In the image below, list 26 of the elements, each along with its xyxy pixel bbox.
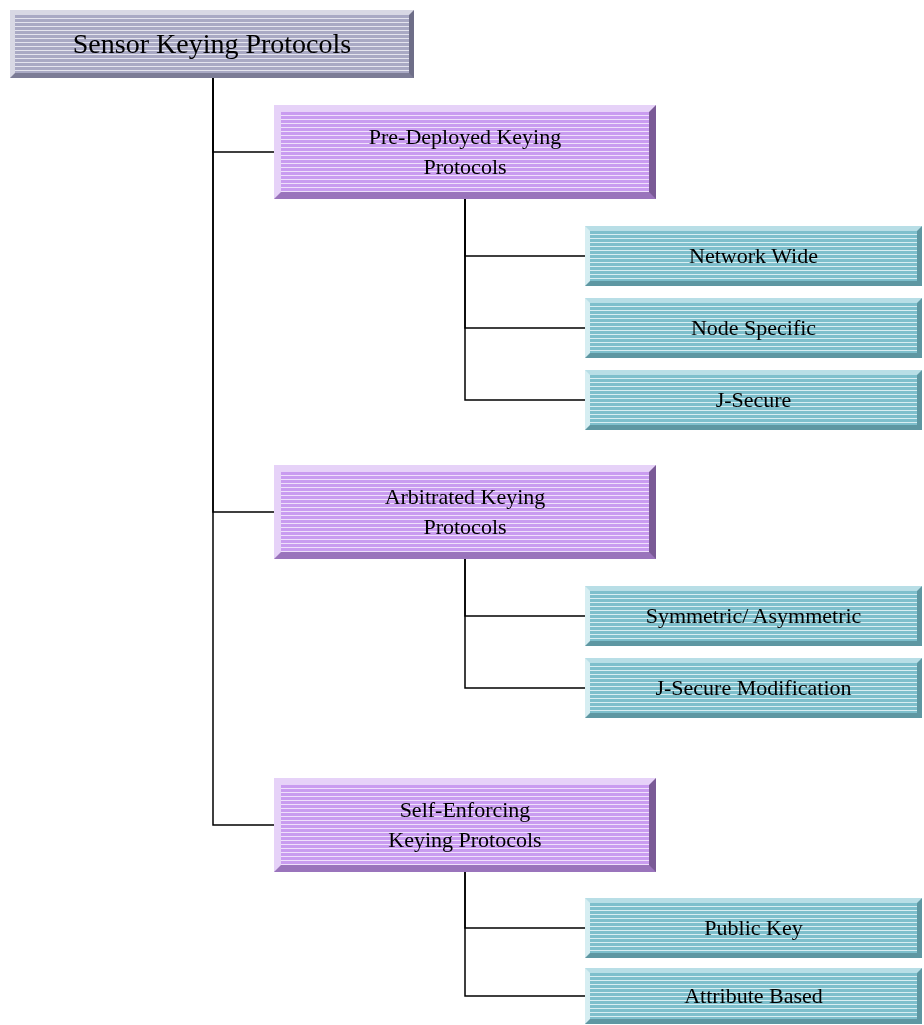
box-label: Public Key <box>704 914 803 943</box>
category-box <box>274 778 656 872</box>
leaf-box <box>585 658 922 718</box>
box-label: Arbitrated Keying Protocols <box>383 483 547 541</box>
root-box <box>10 10 414 78</box>
category-box <box>274 465 656 559</box>
leaf-box <box>585 226 922 286</box>
box-label: Attribute Based <box>684 982 823 1011</box>
connector-line <box>212 77 275 826</box>
box-label: Network Wide <box>689 242 818 271</box>
box-label: Symmetric/ Asymmetric <box>645 602 862 631</box>
leaf-box <box>585 586 922 646</box>
box-label: J-Secure Modification <box>655 674 852 703</box>
category-box <box>274 105 656 199</box>
connector-line <box>464 871 586 997</box>
leaf-box <box>585 968 922 1024</box>
connector-line <box>464 198 586 401</box>
box-label: Self-Enforcing Keying Protocols <box>387 796 543 854</box>
leaf-box <box>585 370 922 430</box>
box-label: J-Secure <box>715 386 792 415</box>
leaf-box <box>585 898 922 958</box>
box-label: Sensor Keying Protocols <box>72 27 352 62</box>
box-label: Pre-Deployed Keying Protocols <box>367 123 563 181</box>
leaf-box <box>585 298 922 358</box>
box-label: Node Specific <box>690 314 817 343</box>
connector-line <box>464 558 586 689</box>
